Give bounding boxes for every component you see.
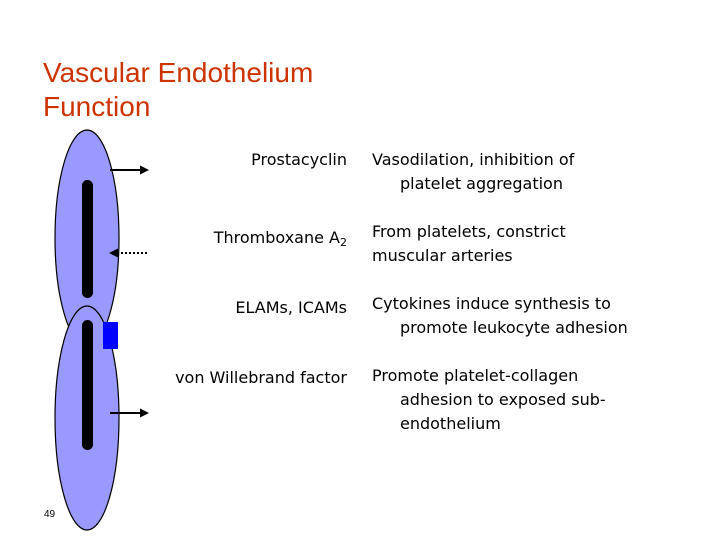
desc-line: muscular arteries bbox=[372, 246, 513, 265]
arrow-prostacyclin bbox=[110, 165, 149, 175]
desc-prostacyclin: Vasodilation, inhibition of platelet agg… bbox=[372, 148, 702, 196]
desc-line: platelet aggregation bbox=[400, 174, 563, 193]
desc-thromboxane: From platelets, constrict muscular arter… bbox=[372, 220, 702, 268]
arrow-von-willebrand bbox=[110, 408, 149, 418]
factor-prostacyclin: Prostacyclin bbox=[251, 150, 347, 169]
slide-title: Vascular Endothelium Function bbox=[43, 56, 313, 124]
slide-title-line-2: Function bbox=[43, 91, 151, 122]
slide-number: 49 bbox=[44, 509, 56, 520]
factor-thromboxane: Thromboxane A2 bbox=[117, 228, 347, 249]
desc-elams-icams: Cytokines induce synthesis to promote le… bbox=[372, 292, 702, 340]
factor-thromboxane-subscript: 2 bbox=[340, 236, 347, 249]
factor-thromboxane-text: Thromboxane A bbox=[213, 228, 340, 247]
desc-line: Promote platelet-collagen bbox=[372, 366, 579, 385]
arrow-thromboxane-dotted bbox=[109, 248, 147, 258]
desc-line: Vasodilation, inhibition of bbox=[372, 150, 575, 169]
factor-elams-icams: ELAMs, ICAMs bbox=[235, 298, 347, 317]
adhesion-molecule-square bbox=[103, 322, 118, 349]
nucleus-lower bbox=[82, 320, 93, 450]
nucleus-upper bbox=[82, 180, 93, 298]
desc-von-willebrand: Promote platelet-collagen adhesion to ex… bbox=[372, 364, 702, 436]
desc-line: Cytokines induce synthesis to bbox=[372, 294, 611, 313]
desc-line: From platelets, constrict bbox=[372, 222, 566, 241]
factor-von-willebrand: von Willebrand factor bbox=[175, 368, 347, 387]
desc-line: endothelium bbox=[400, 414, 501, 433]
desc-line: promote leukocyte adhesion bbox=[400, 318, 628, 337]
slide-title-line-1: Vascular Endothelium bbox=[43, 57, 314, 88]
desc-line: adhesion to exposed sub- bbox=[400, 390, 606, 409]
